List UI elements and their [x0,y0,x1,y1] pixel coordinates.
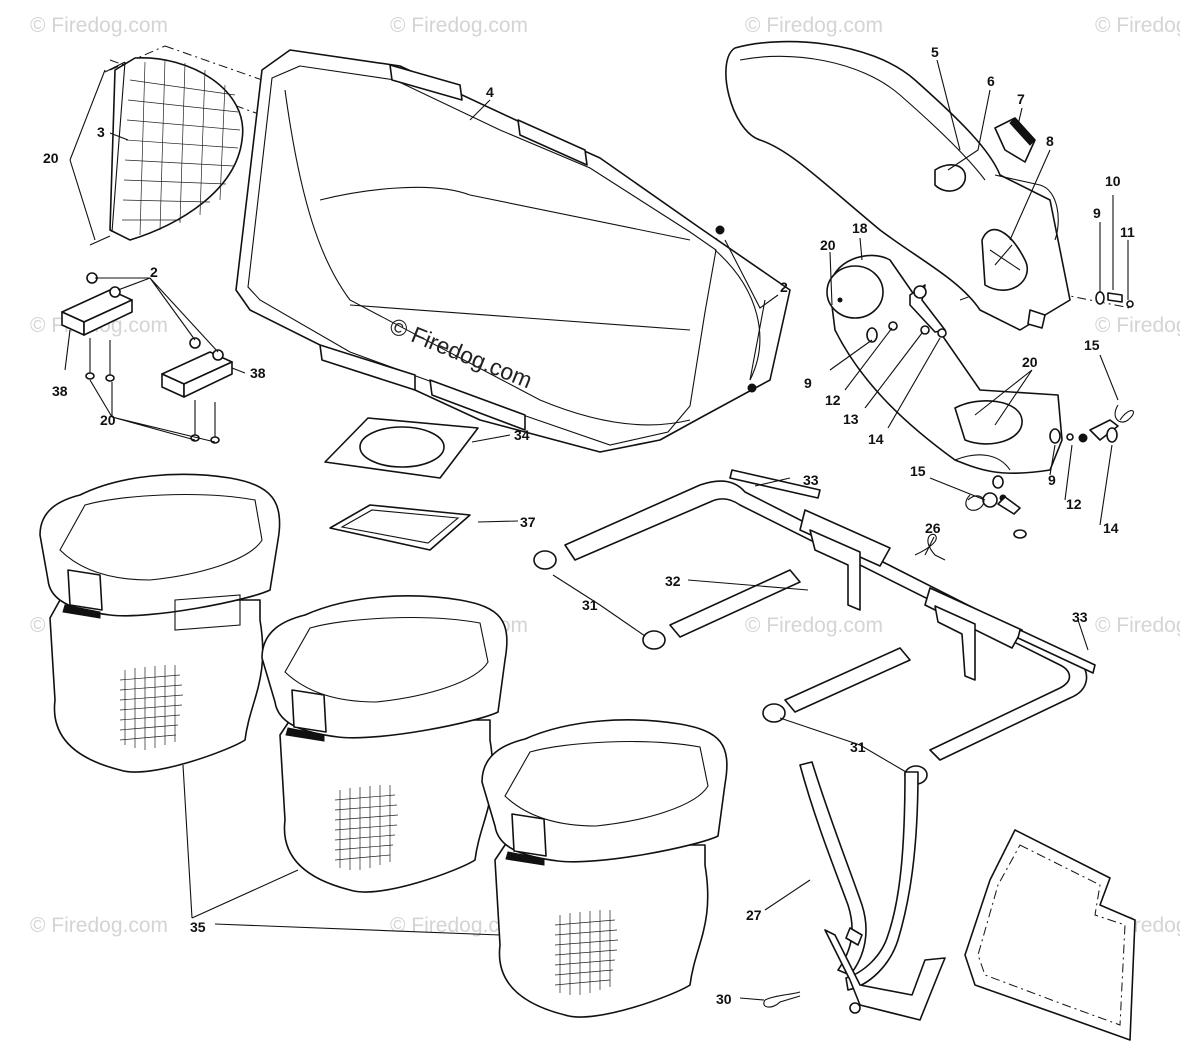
callout-32: 32 [665,573,681,589]
callout-37: 37 [520,514,536,530]
callout-numbers: 20 3 4 5 6 7 8 9 10 11 2 2 38 38 20 34 3… [43,44,1135,1007]
callout-31: 31 [582,597,598,613]
adapter-tube [826,254,1063,475]
watermark-tile: © Firedog.com [1095,314,1180,337]
callout-38: 38 [250,365,266,381]
callout-31: 31 [850,739,866,755]
callout-20: 20 [820,237,836,253]
callout-14: 14 [868,431,884,447]
watermark-tile: © Firedog.com [30,914,168,937]
callout-6: 6 [987,73,995,89]
watermark-tile: © Firedog.com [30,14,168,37]
screen-mesh [122,59,241,236]
latch-hardware [965,404,1134,539]
watermark-tile: © Firedog.com [390,914,528,937]
callout-27: 27 [746,907,762,923]
mounting-brackets [61,272,233,444]
callout-5: 5 [931,44,939,60]
callout-9: 9 [1093,205,1101,221]
callout-15: 15 [910,463,926,479]
callout-14: 14 [1103,520,1119,536]
callout-18: 18 [852,220,868,236]
callout-2: 2 [780,279,788,295]
chute-seal [934,164,966,192]
callout-10: 10 [1105,173,1121,189]
leader-lines [64,59,1129,1001]
callout-9: 9 [804,375,812,391]
bag-middle [261,595,508,893]
callout-12: 12 [825,392,841,408]
callout-9: 9 [1048,472,1056,488]
callout-20: 20 [100,412,116,428]
watermark-tile: © Firedog.com [1095,14,1180,37]
gasket-frame [329,504,471,551]
callout-2: 2 [150,264,158,280]
handle-brace [799,761,946,1021]
callout-4: 4 [486,84,494,100]
chute-knob [994,117,1036,163]
callout-13: 13 [843,411,859,427]
callout-7: 7 [1017,91,1025,107]
mounting-plate [964,829,1136,1041]
callout-12: 12 [1066,496,1082,512]
gasket [324,417,479,479]
collector-housing [235,49,791,453]
grass-screen [89,57,244,246]
callout-34: 34 [514,427,530,443]
callout-20: 20 [1022,354,1038,370]
watermark-tile: © Firedog.com [745,14,883,37]
callout-33: 33 [803,472,819,488]
callout-3: 3 [97,124,105,140]
watermark-tile: © Firedog.com [745,614,883,637]
callout-35: 35 [190,919,206,935]
discharge-chute [725,40,1071,331]
callout-11: 11 [1120,224,1135,240]
bag-support-frame [564,469,1096,761]
bag-left [39,473,281,773]
watermark-tile: © Firedog.com [1095,614,1180,637]
callout-38: 38 [52,383,68,399]
bag-right [481,719,728,1018]
callout-15: 15 [1084,337,1100,353]
hair-pin-clip [914,533,946,561]
callout-30: 30 [716,991,732,1007]
watermark-tile: © Firedog.com [390,14,528,37]
callout-26: 26 [925,520,941,536]
clip-pin [763,991,801,1008]
callout-8: 8 [1046,133,1054,149]
tube-caps [533,550,928,785]
callout-33: 33 [1072,609,1088,625]
callout-20: 20 [43,150,59,166]
